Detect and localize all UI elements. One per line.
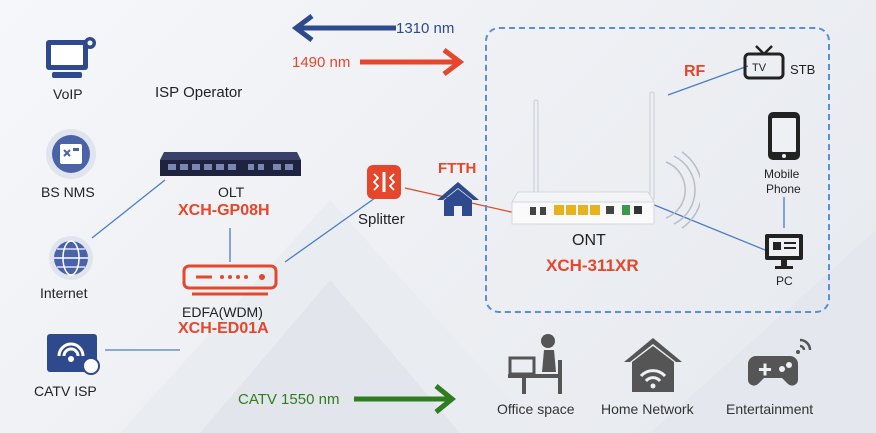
internet-label: Internet (40, 285, 88, 301)
home-icon (437, 182, 479, 216)
olt-name-label: OLT (218, 184, 245, 200)
office-desk-icon (508, 334, 562, 394)
edfa-model-label: XCH-ED01A (178, 320, 269, 337)
catv-wavelength-label: CATV 1550 nm (238, 391, 340, 408)
edfa-device-icon (182, 264, 278, 296)
upstream-arrow-icon (291, 14, 396, 42)
olt-device-icon (160, 152, 301, 176)
mobile-label-line2: Phone (766, 182, 801, 196)
entertainment-label: Entertainment (726, 401, 814, 417)
splitter-icon (367, 165, 401, 199)
nms-icon (46, 129, 96, 179)
mobile-phone-icon (768, 112, 800, 160)
internet-globe-icon (49, 236, 93, 280)
gamepad-icon (748, 338, 812, 386)
mobile-label-line1: Mobile (764, 167, 800, 181)
pc-icon (765, 234, 803, 269)
upstream-wavelength-label: 1310 nm (396, 20, 455, 37)
rf-label: RF (684, 63, 706, 80)
voip-label: VoIP (53, 86, 83, 102)
catv-arrow-icon (354, 384, 456, 414)
tv-label: TV (752, 62, 767, 74)
isp-operator-label: ISP Operator (155, 84, 243, 101)
edfa-name-label: EDFA(WDM) (182, 304, 263, 320)
downstream-arrow-icon (360, 48, 465, 76)
tv-icon (743, 45, 785, 80)
voip-icon (46, 37, 96, 78)
customer-premises-box (485, 27, 830, 313)
home-network-icon (624, 338, 682, 392)
ont-model-label: XCH-311XR (546, 256, 639, 275)
catv-isp-icon (47, 334, 100, 375)
pc-label: PC (776, 274, 793, 288)
ftth-label: FTTH (438, 160, 477, 177)
ont-router-icon (511, 91, 655, 225)
stb-label: STB (790, 62, 816, 77)
downstream-wavelength-label: 1490 nm (292, 54, 351, 71)
office-space-label: Office space (497, 401, 575, 417)
olt-model-label: XCH-GP08H (178, 202, 270, 219)
home-network-label: Home Network (601, 401, 694, 417)
nms-label: BS NMS (41, 184, 95, 200)
splitter-label: Splitter (358, 211, 405, 228)
catv-isp-label: CATV ISP (34, 383, 97, 399)
wifi-signal-icon (665, 151, 700, 229)
ont-name-label: ONT (572, 232, 606, 249)
